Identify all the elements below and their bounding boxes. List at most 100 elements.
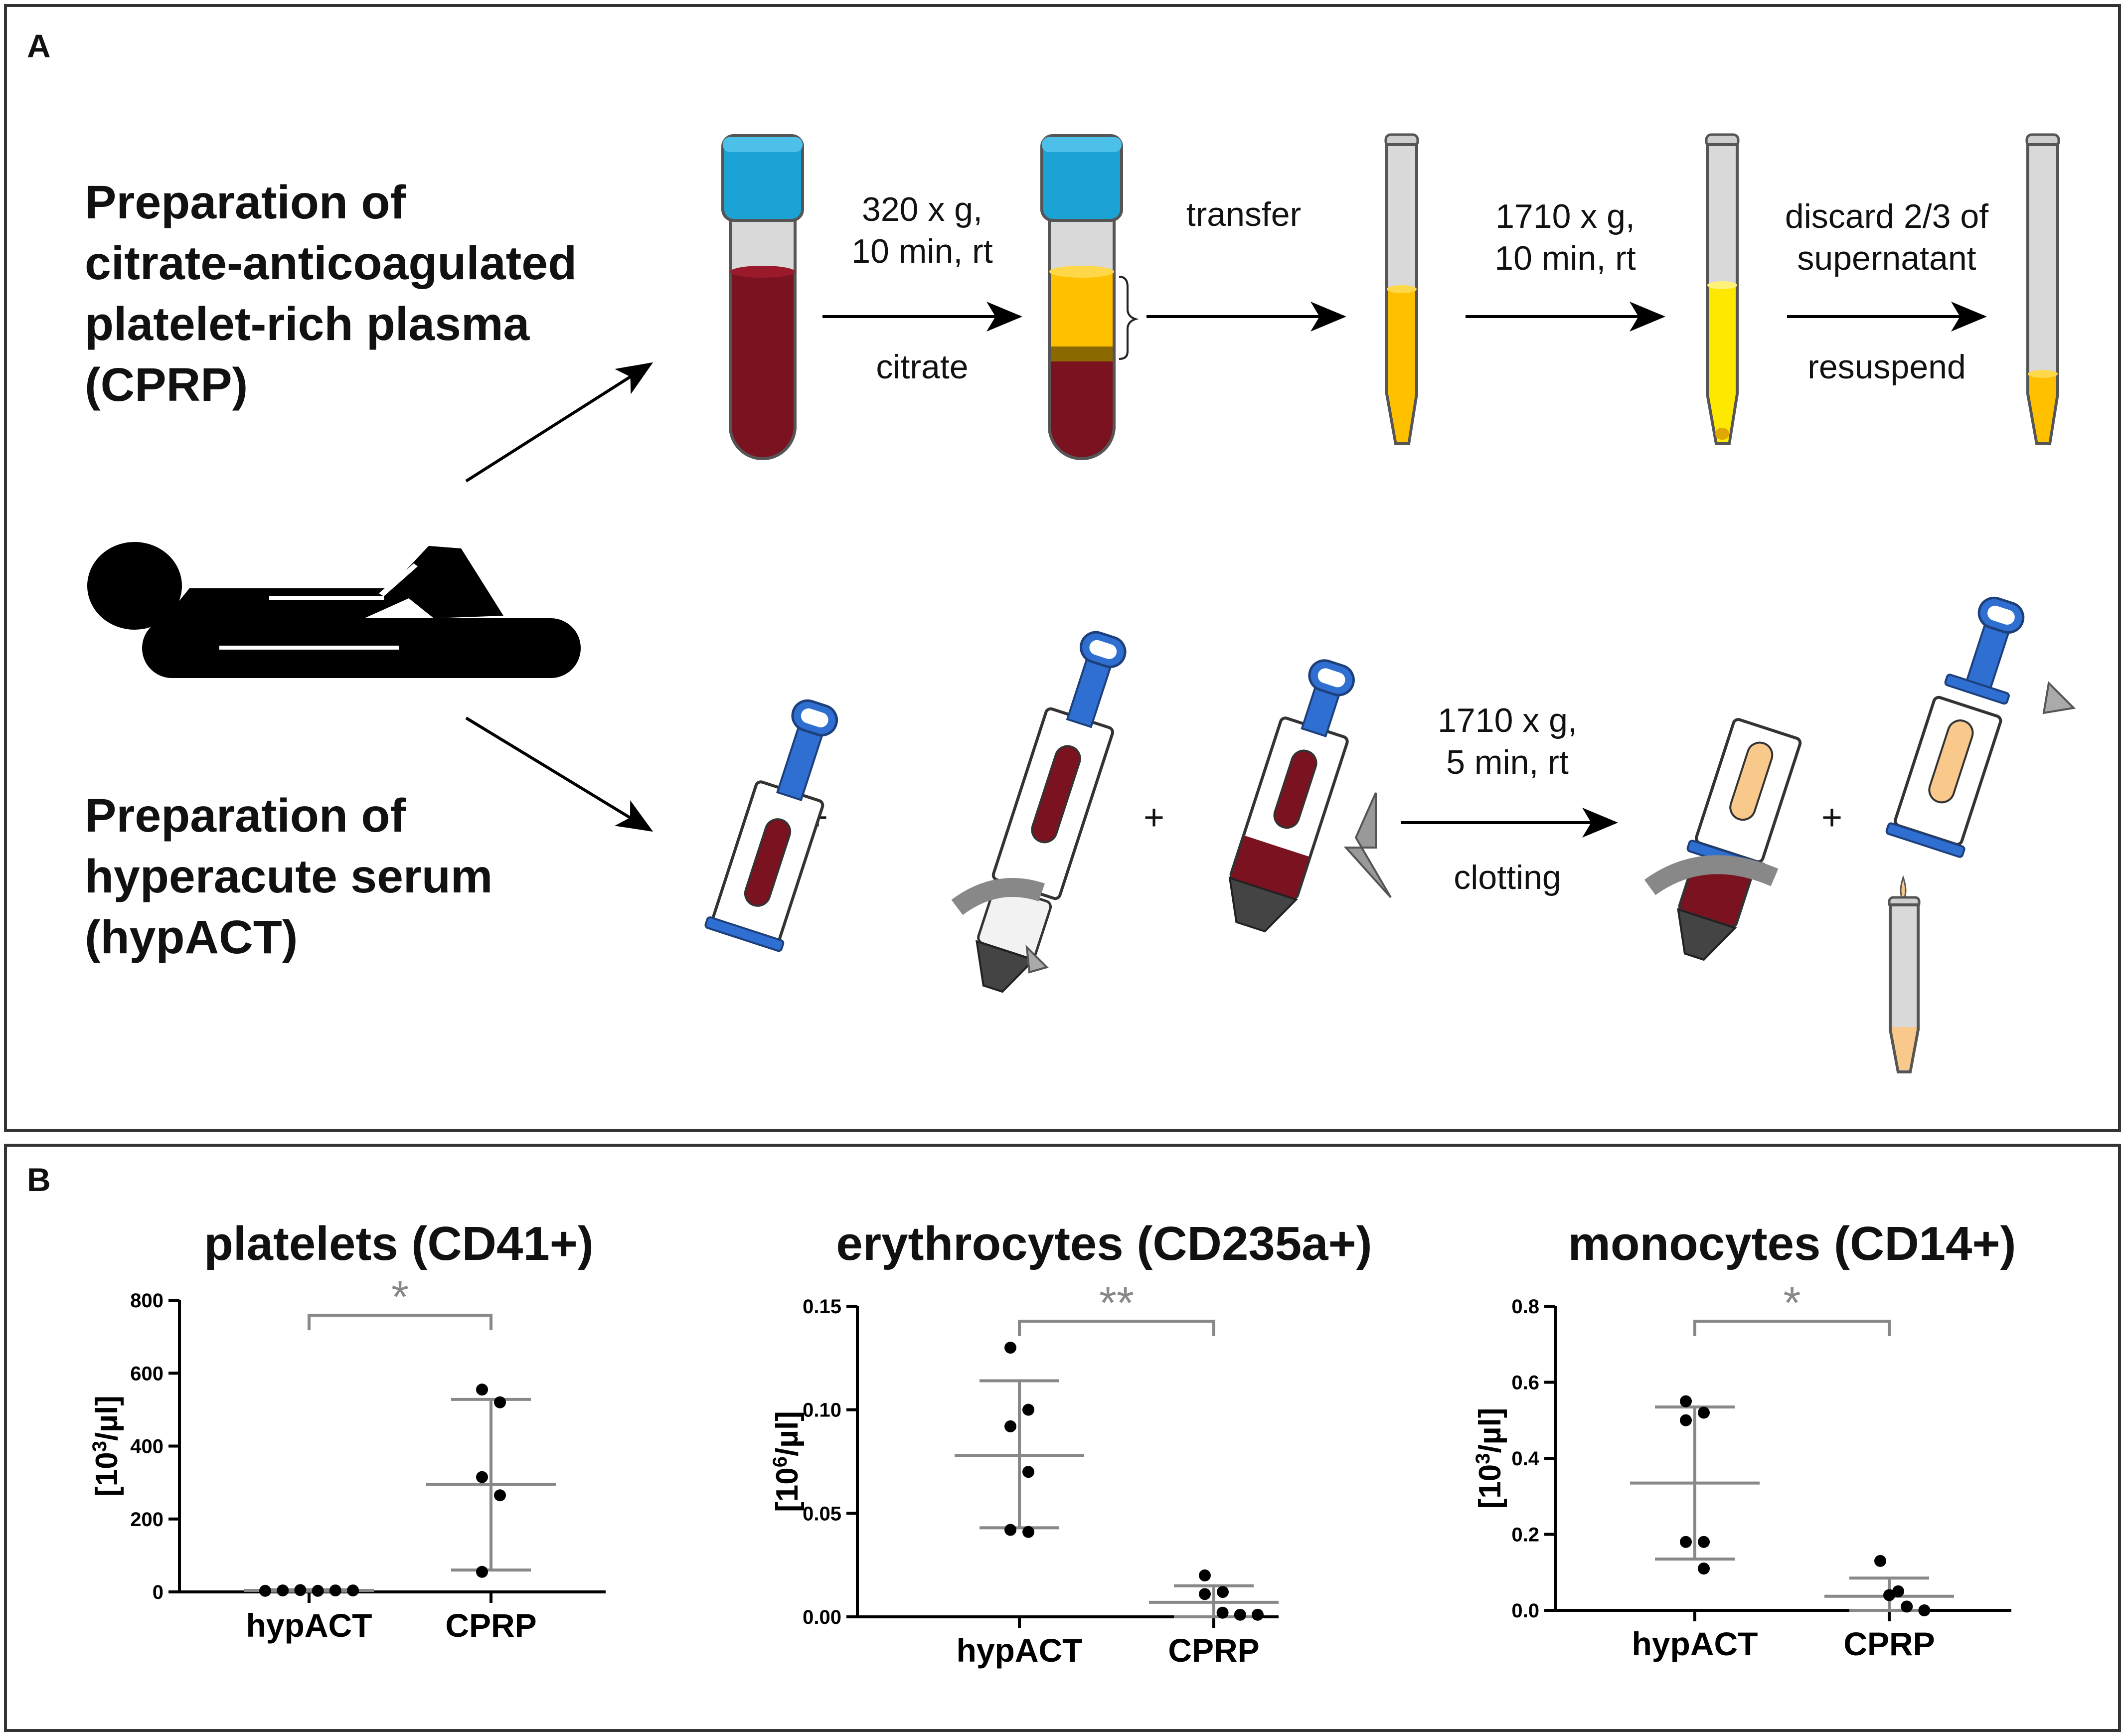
data-point [1022,1526,1034,1538]
plus-sign: + [1143,798,1165,838]
resuspended-tube-icon [2025,133,2060,445]
data-point [494,1396,506,1408]
data-point [1901,1600,1913,1613]
data-point [1892,1585,1904,1597]
cprp-title-line: platelet-rich plasma [85,298,530,350]
hypact-device-filled-icon [1228,659,1355,933]
y-tick-label: 0.15 [803,1296,841,1318]
x-tick-label: CPRP [1168,1632,1259,1669]
step-clotting-label: clotting [1454,859,1561,896]
chart-title-erythrocytes: erythrocytes (CD235a+) [836,1217,1372,1270]
y-tick-label: 0.6 [1511,1372,1539,1394]
push-arrow-icon [1025,944,1049,974]
step-text: 1710 x g, [1495,197,1635,235]
data-point [1698,1406,1710,1419]
data-point [476,1565,488,1578]
significance-marker: ** [1099,1278,1134,1328]
data-point [1883,1589,1895,1601]
data-point [1234,1608,1246,1621]
push-down-arrow-icon [2042,681,2076,714]
data-point [476,1384,488,1396]
y-tick-label: 400 [130,1436,164,1458]
panel-a-label: A [27,27,51,64]
chart-title-platelets: platelets (CD41+) [204,1217,594,1270]
data-point [1680,1395,1692,1407]
workflow-diagram [87,133,2076,1073]
data-point [1874,1555,1886,1567]
hypact-title-line: Preparation of [85,789,406,842]
rotate-arrow-icon [951,878,1045,915]
y-axis-label: [106/µl] [769,1411,805,1512]
step-text: discard 2/3 of [1785,197,1989,235]
y-tick-label: 800 [130,1290,164,1312]
data-point [1918,1604,1931,1616]
data-point [347,1584,359,1597]
panel-b-label: B [27,1161,51,1198]
data-point [1004,1420,1016,1432]
cprp-title-line: citrate-anticoagulated [85,237,577,290]
significance-marker: * [1783,1278,1800,1328]
y-tick-label: 0 [153,1581,164,1603]
step-text: 10 min, rt [851,232,993,270]
hypact-device-serum-icon [1885,596,2025,858]
data-point [476,1471,488,1483]
data-point [1199,1569,1211,1581]
separated-tube-icon [1040,134,1139,460]
step-centrifuge-2-label: 1710 x g, 10 min, rt [1436,195,1695,279]
x-tick-label: hypACT [1632,1625,1758,1662]
step-discard-label: discard 2/3 of supernatant [1757,195,2016,279]
hypact-title-line: (hypACT) [85,911,298,964]
arrow-to-hypact [465,716,654,832]
data-point [294,1584,307,1596]
y-tick-label: 0.4 [1511,1448,1539,1470]
patient-icon [87,542,581,678]
data-point [1216,1606,1229,1619]
data-point [1004,1524,1016,1536]
data-point [259,1584,271,1597]
x-tick-label: CPRP [445,1607,536,1644]
y-axis-label: [103/µl] [1472,1408,1507,1509]
centrifuged-plasma-tube-icon [1705,133,1740,445]
hypact-device-filling-icon [976,631,1127,993]
plus-sign: + [1821,798,1843,838]
data-point [1252,1608,1264,1621]
step-text: 10 min, rt [1494,239,1636,277]
data-point [1004,1342,1016,1354]
chart-title-monocytes: monocytes (CD14+) [1568,1217,2016,1270]
step-text: 320 x g, [862,190,982,228]
y-tick-label: 0.05 [803,1503,841,1525]
data-point [1217,1586,1229,1598]
step-text: 1710 x g, [1438,701,1577,739]
data-point [1698,1536,1710,1548]
data-point [277,1584,289,1597]
step-text: supernatant [1797,239,1976,277]
data-point [1680,1536,1692,1548]
insert-arrow-icon [1343,792,1392,898]
step-resuspend-label: resuspend [1807,348,1966,386]
y-axis-label: [103/µl] [89,1395,124,1497]
panel-b: B [4,1144,2121,1732]
plasma-tube-icon [1384,133,1419,445]
y-tick-label: 200 [130,1509,164,1531]
hypact-device-empty-icon [704,699,838,952]
cprp-title-line: Preparation of [85,176,406,229]
significance-marker: * [391,1272,409,1322]
y-tick-label: 0.10 [803,1399,841,1421]
step-centrifuge-1-label: 320 x g, 10 min, rt [793,188,1052,272]
serum-tube-icon [1888,896,1921,1073]
data-point [1680,1414,1692,1426]
data-point [1022,1403,1034,1416]
y-tick-label: 0.8 [1511,1296,1539,1318]
y-tick-label: 0.00 [803,1606,841,1628]
significance-bracket [308,1314,492,1330]
x-tick-label: CPRP [1843,1625,1935,1662]
hypact-title: Preparation of hyperacute serum (hypACT) [85,785,492,968]
blood-tube-icon [721,134,804,460]
data-point [329,1584,341,1597]
data-point [312,1584,324,1597]
data-point [494,1489,506,1502]
y-tick-label: 600 [130,1363,164,1385]
cprp-title-line: (CPRP) [85,358,248,411]
y-tick-label: 0.0 [1511,1600,1539,1622]
significance-bracket [1018,1320,1215,1336]
